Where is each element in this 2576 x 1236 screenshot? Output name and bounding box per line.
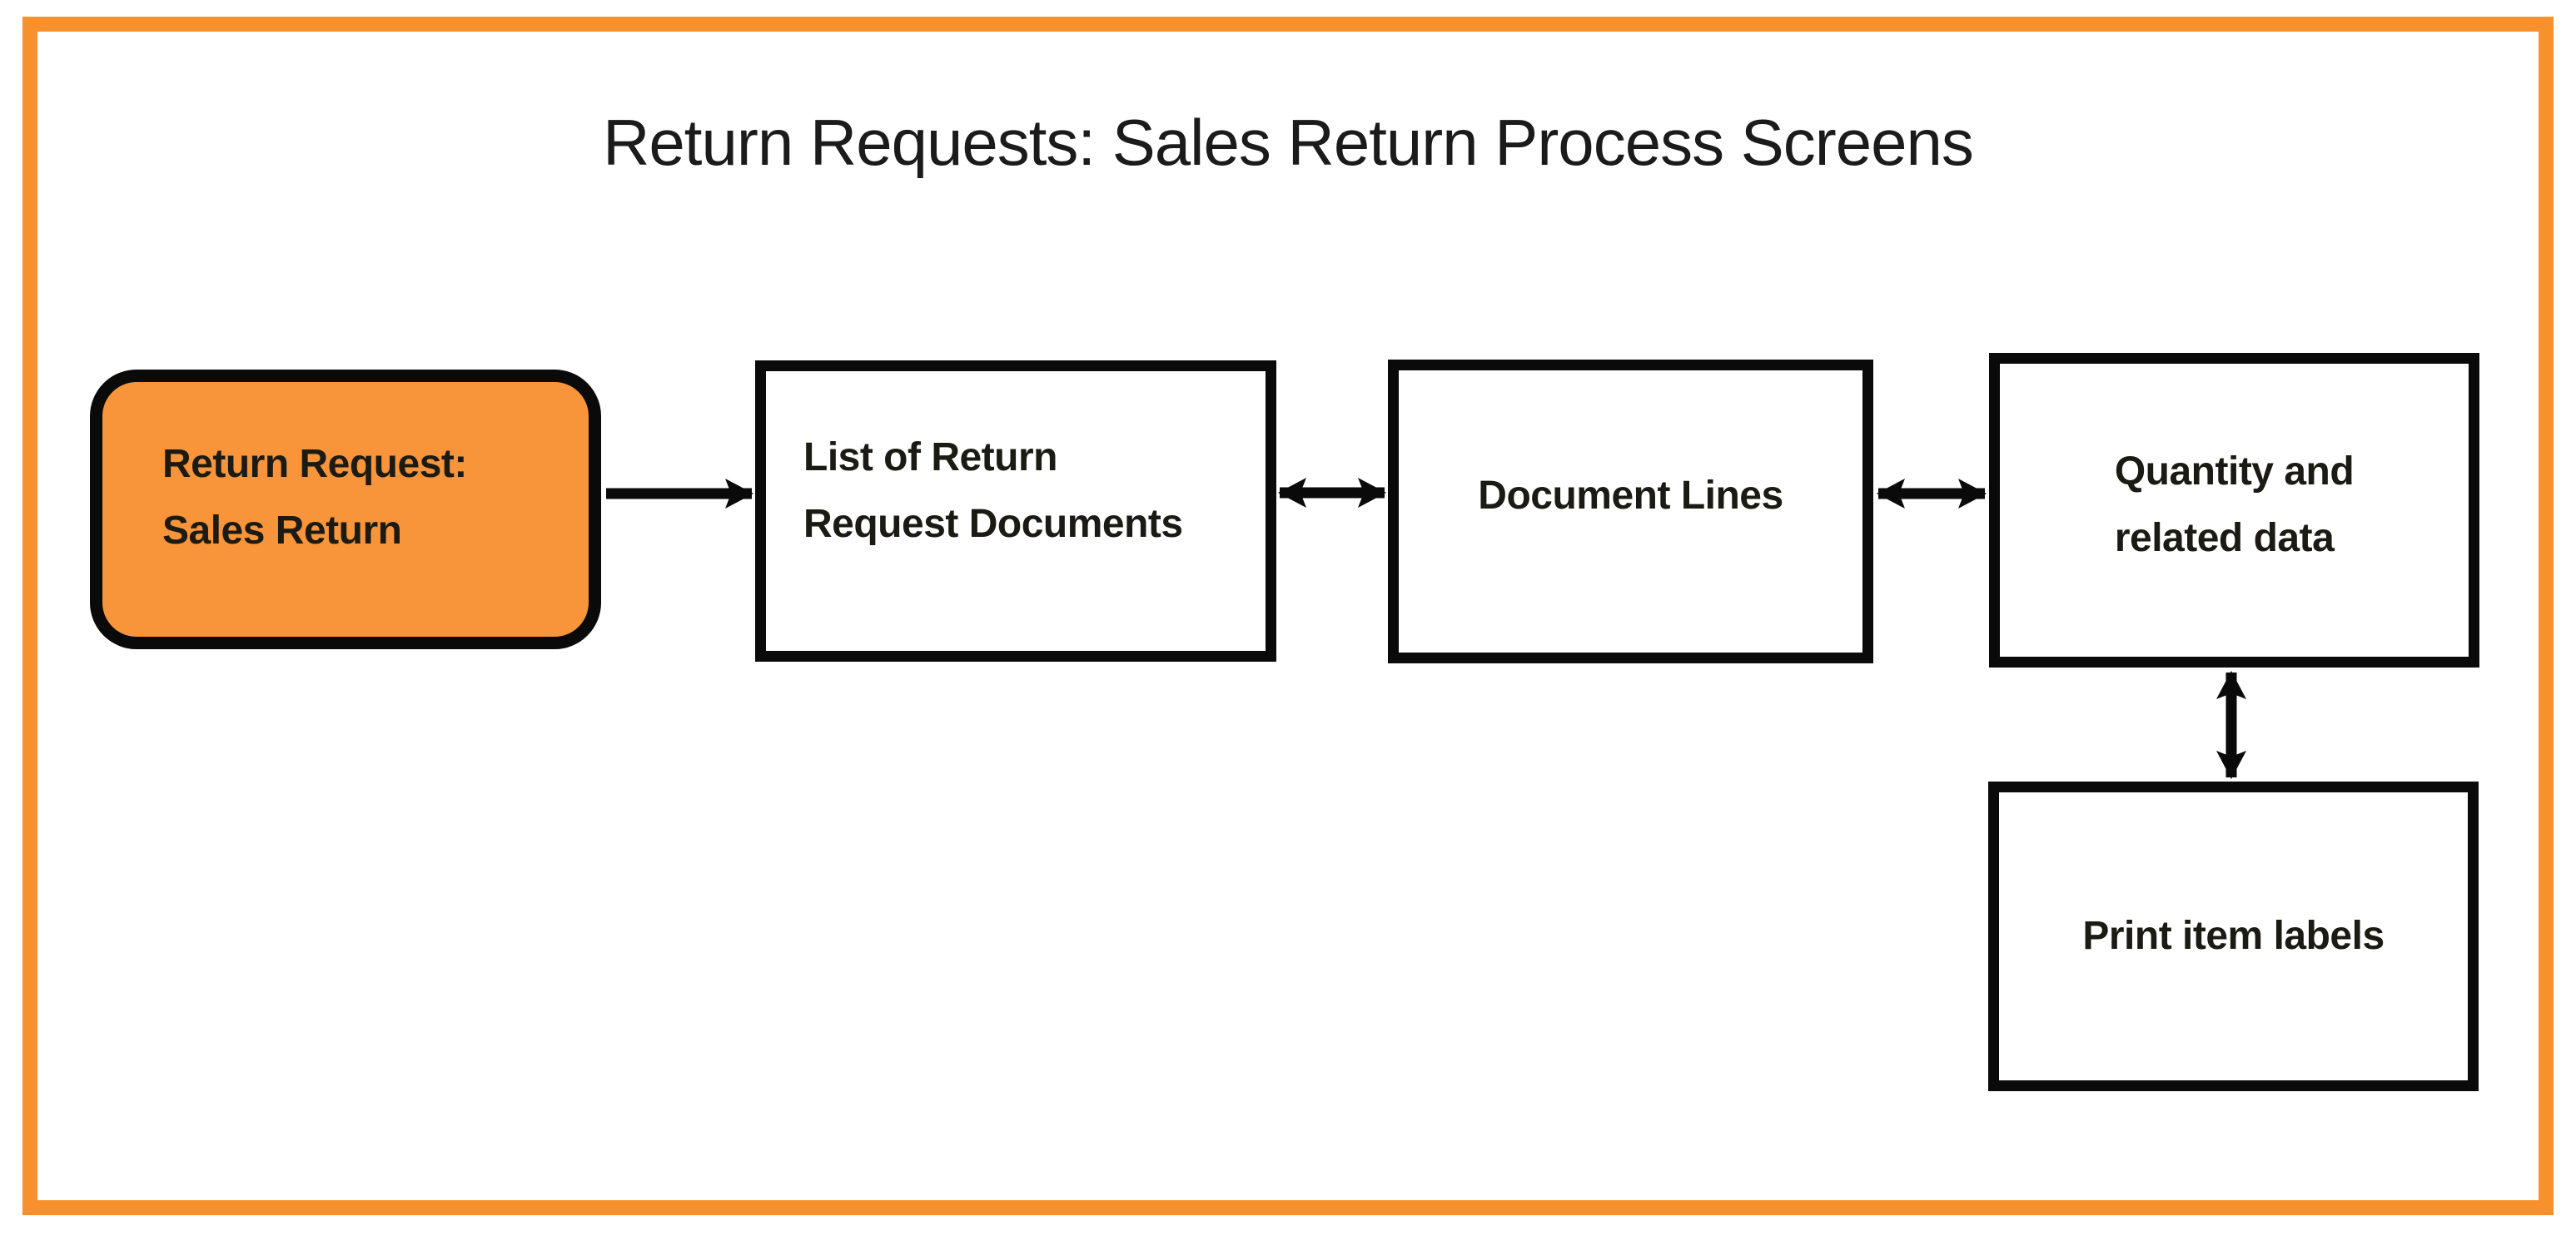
node-list-of-return-request-documents: List of Return Request Documents xyxy=(755,360,1276,662)
node-return-request-sales-return: Return Request: Sales Return xyxy=(90,370,601,649)
node-document-lines: Document Lines xyxy=(1388,360,1873,663)
node-label: Return Request: Sales Return xyxy=(162,442,467,553)
diagram-title: Return Requests: Sales Return Process Sc… xyxy=(603,106,1974,179)
node-label: Print item labels xyxy=(2082,914,2385,958)
node-print-item-labels: Print item labels xyxy=(1988,782,2479,1091)
node-quantity-and-related-data: Quantity and related data xyxy=(1989,353,2479,668)
node-label: Document Lines xyxy=(1478,473,1783,518)
node-label: Quantity and related data xyxy=(2114,449,2355,560)
node-label: List of Return Request Documents xyxy=(803,435,1183,546)
